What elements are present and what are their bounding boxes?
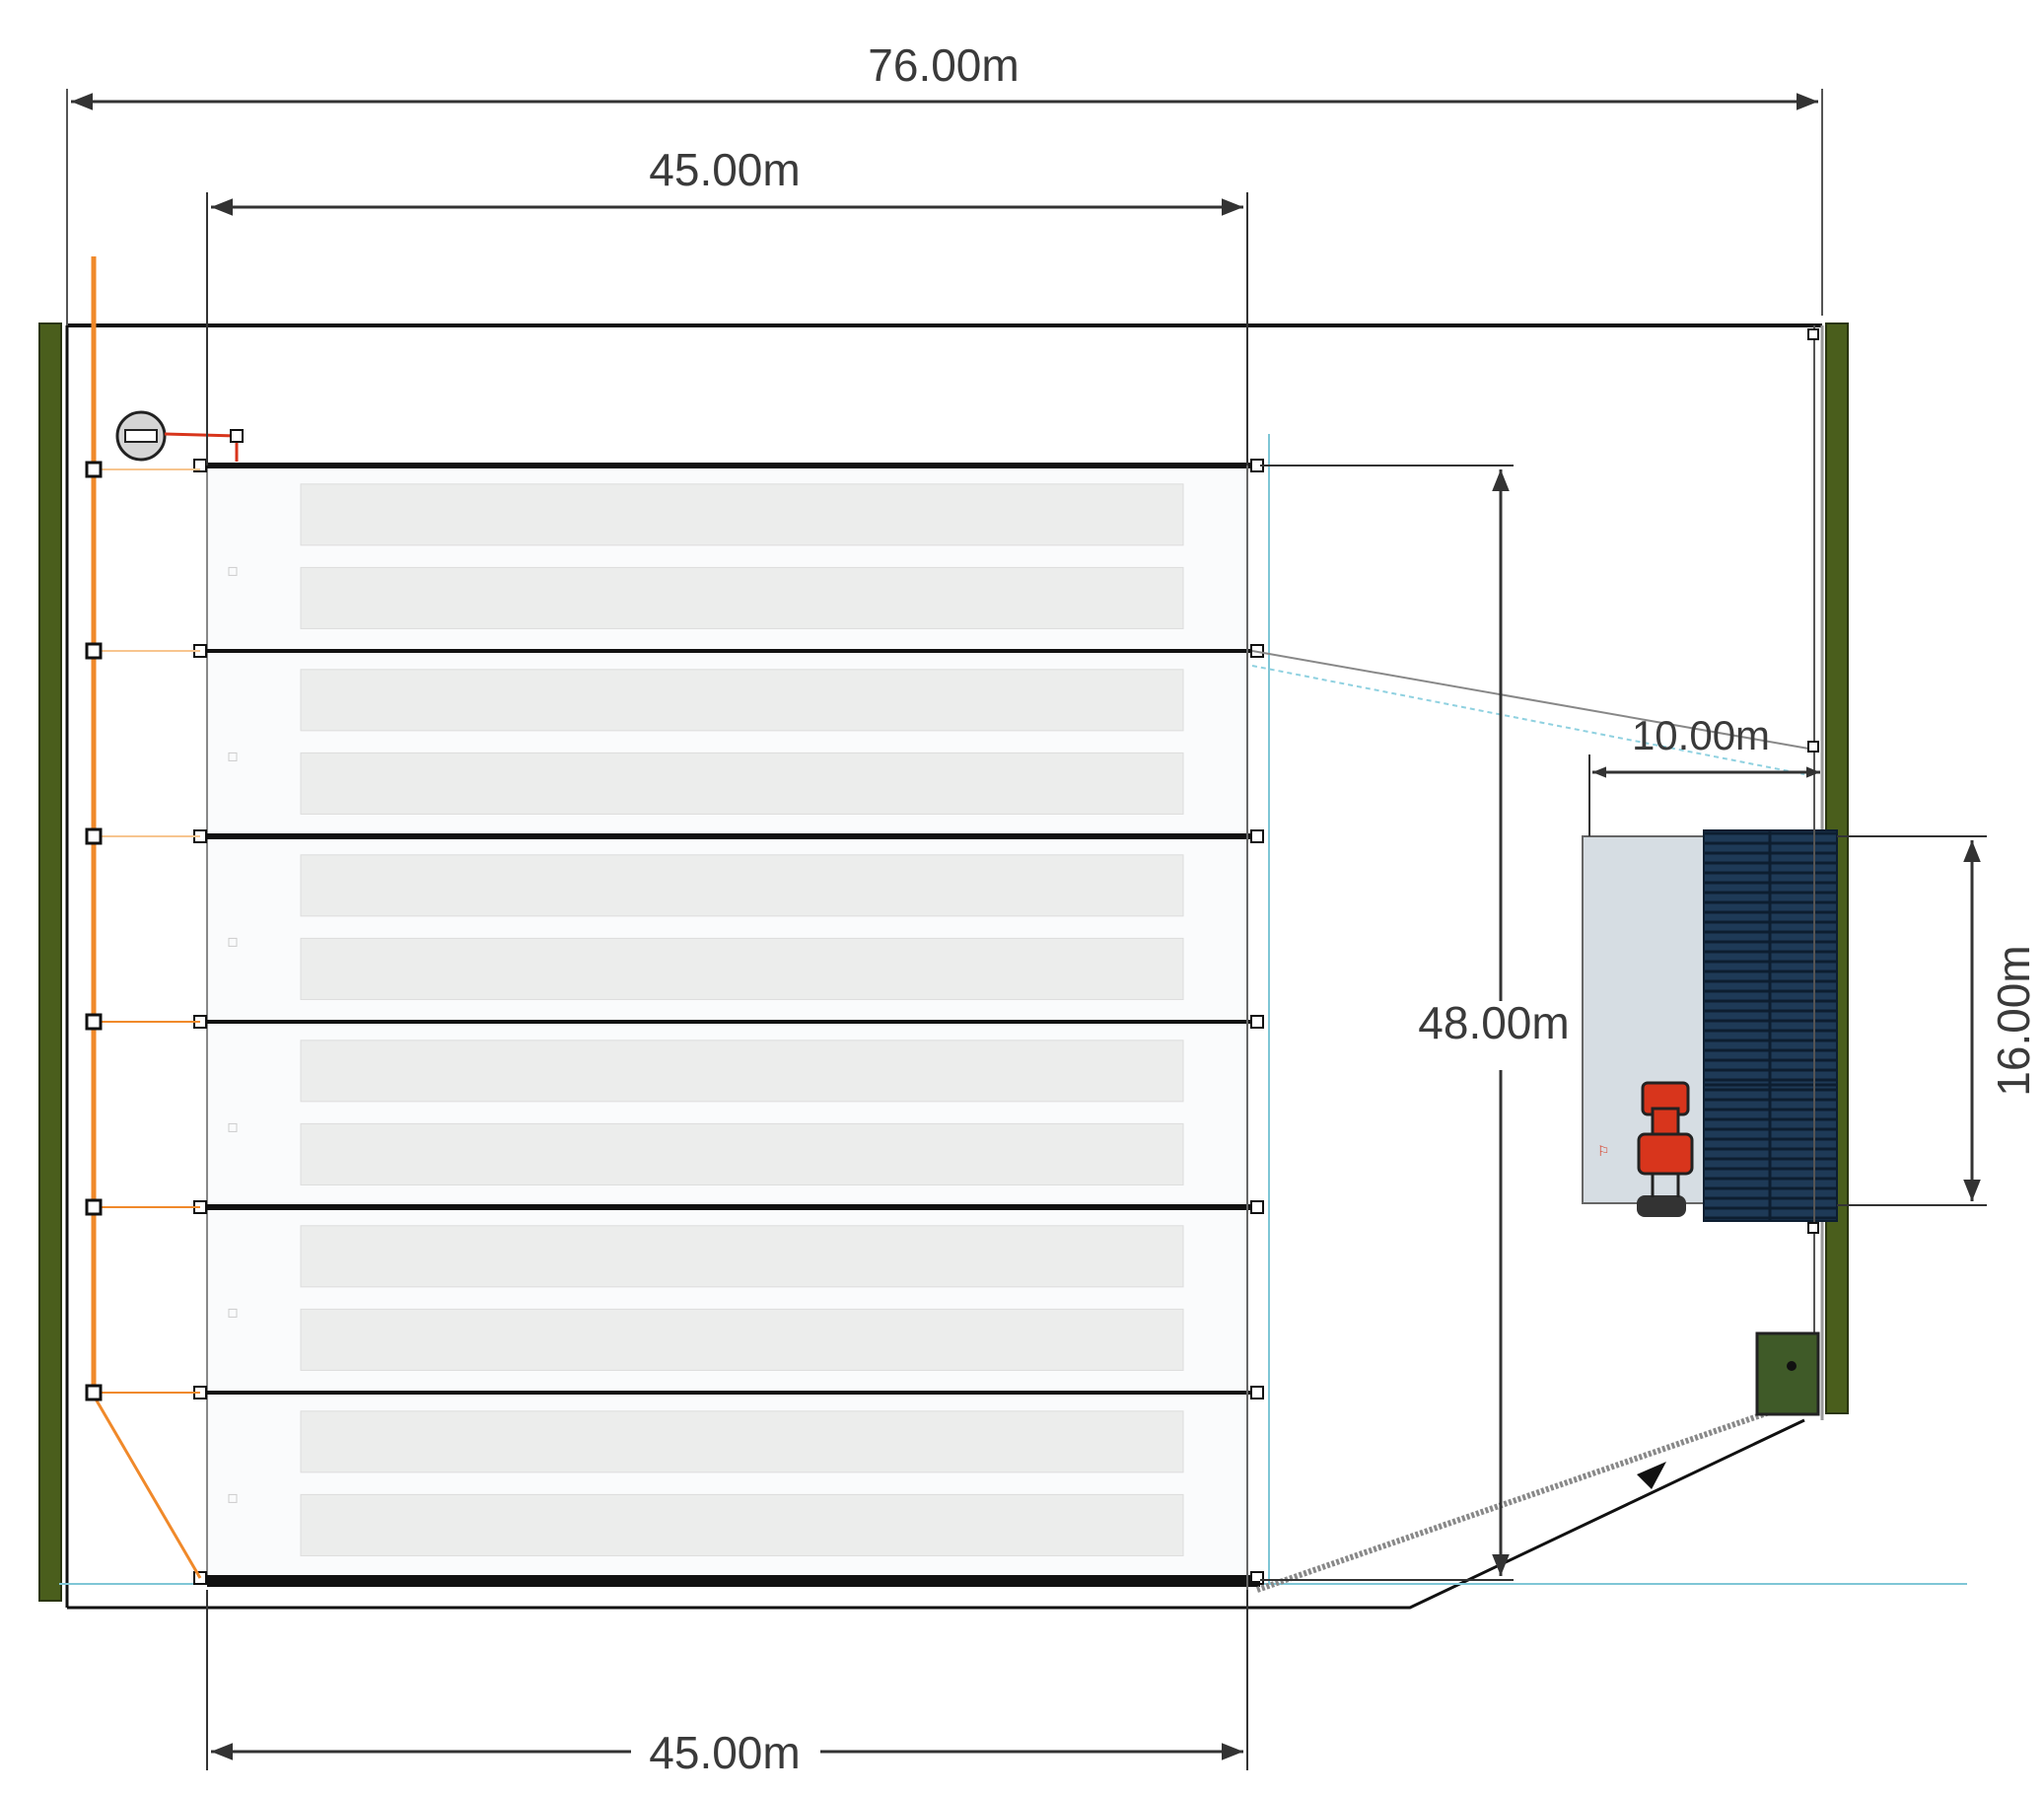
growing-bed: [300, 854, 1184, 917]
shed-marker-icon: ⚐: [1597, 1144, 1610, 1160]
dim-greenhouse-width-bottom: 45.00m: [649, 1727, 800, 1778]
site-boundary: [65, 323, 1824, 1610]
growing-bed: [300, 1493, 1184, 1556]
growing-bed: [300, 669, 1184, 732]
irrigation-valve: [85, 642, 103, 660]
bed-node: [228, 566, 238, 576]
frame-node: [1250, 829, 1264, 843]
hedge-left: [38, 323, 62, 1602]
dim-overall-width: 76.00m: [868, 39, 1019, 91]
utility-box: [1755, 1331, 1820, 1416]
bed-node: [228, 1122, 238, 1132]
growing-beds: [228, 483, 1184, 1556]
irrigation-valve: [85, 1013, 103, 1031]
bed-node: [228, 752, 238, 761]
dim-greenhouse-width-top: 45.00m: [649, 144, 800, 195]
bed-node: [228, 1308, 238, 1318]
boundary-nodes: [1807, 328, 1819, 1234]
tractor-icon: [1637, 1081, 1694, 1217]
irrigation-system: [85, 256, 244, 1579]
growing-bed: [300, 1225, 1184, 1288]
gate-marker: [1637, 1462, 1666, 1489]
growing-bed: [300, 1308, 1184, 1371]
storage-shed: ⚐: [1582, 829, 1838, 1222]
irrigation-valve: [85, 461, 103, 478]
growing-bed: [300, 483, 1184, 546]
bed-node: [228, 937, 238, 947]
dimension-lines: [66, 89, 1987, 1770]
frame-node: [1250, 1015, 1264, 1029]
irrigation-valve: [85, 827, 103, 845]
dim-shed-length: 16.00m: [1988, 945, 2039, 1096]
dim-greenhouse-length: 48.00m: [1418, 997, 1569, 1048]
access-path: [1256, 1407, 1776, 1593]
frame-node: [1250, 1386, 1264, 1399]
greenhouse: [193, 459, 1264, 1590]
growing-bed: [300, 1410, 1184, 1473]
greenhouse-bays: [193, 459, 1264, 1585]
access-line: [1251, 650, 1815, 751]
growing-bed: [300, 1040, 1184, 1103]
growing-bed: [300, 1122, 1184, 1185]
growing-bed: [300, 937, 1184, 1000]
bed-node: [228, 1493, 238, 1503]
irrigation-valve: [85, 1384, 103, 1401]
growing-bed: [300, 566, 1184, 629]
dim-shed-width: 10.00m: [1632, 712, 1770, 758]
growing-bed: [300, 752, 1184, 815]
frame-node: [1250, 1200, 1264, 1214]
irrigation-valve: [85, 1198, 103, 1216]
